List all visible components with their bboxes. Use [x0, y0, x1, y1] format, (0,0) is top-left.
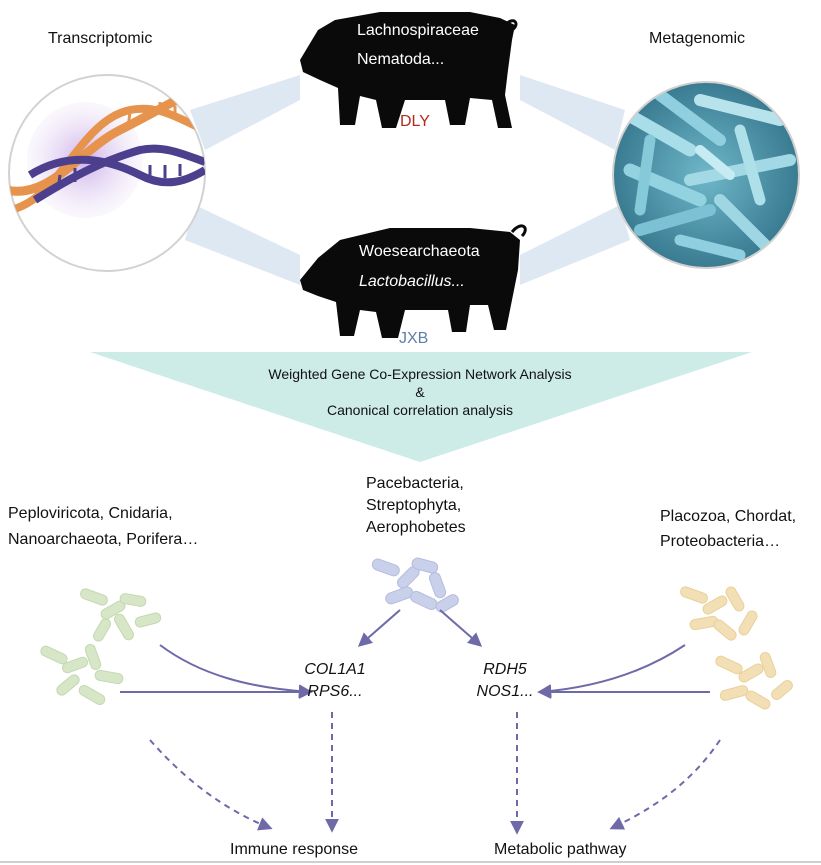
pig-bottom-taxa-1: Woesearchaeota — [359, 243, 480, 260]
pig-bottom-taxa-2: Lactobacillus... — [359, 273, 465, 290]
dash-left-to-immune — [149, 739, 273, 831]
center-taxa-1: Pacebacteria, — [366, 475, 464, 492]
pig-top-taxa-2: Nematoda... — [357, 51, 445, 68]
breed-label-jxb: JXB — [399, 330, 429, 347]
dashed-arrows — [149, 712, 721, 835]
gene-col1a1: COL1A1 — [304, 661, 366, 678]
solid-arrows — [120, 609, 710, 699]
arrow-right-curve — [537, 644, 686, 699]
arrow-center-to-left-genes — [357, 609, 401, 647]
left-taxa-2: Nanoarchaeota, Porifera… — [8, 531, 199, 548]
right-taxa-2: Proteobacteria… — [660, 533, 781, 550]
analysis-line-3: Canonical correlation analysis — [327, 402, 513, 418]
analysis-line-1: Weighted Gene Co-Expression Network Anal… — [268, 366, 572, 382]
dash-right-to-metabolic — [609, 739, 721, 830]
arrow-left-curve — [159, 644, 313, 699]
breed-label-dly: DLY — [400, 113, 430, 130]
bacteria-micrograph — [612, 81, 800, 269]
left-taxa-1: Peploviricota, Cnidaria, — [8, 505, 173, 522]
dna-illustration — [8, 74, 206, 272]
right-taxa-1: Placozoa, Chordat, — [660, 508, 797, 525]
analysis-line-2: & — [415, 384, 425, 400]
pig-top-taxa-1: Lachnospiraceae — [357, 22, 479, 39]
band-right-top — [520, 75, 625, 150]
gene-rps6: RPS6... — [307, 683, 363, 700]
bacteria-cluster-center — [371, 557, 459, 613]
band-left-top — [190, 75, 300, 150]
outcome-metabolic-pathway: Metabolic pathway — [494, 841, 627, 858]
bacteria-cluster-right — [680, 586, 793, 710]
outcome-immune-response: Immune response — [230, 841, 359, 858]
pig-top-silhouette — [300, 12, 518, 128]
metagenomic-title: Metagenomic — [649, 30, 746, 47]
pig-bottom-silhouette — [300, 224, 527, 338]
arrow-center-to-right-genes — [439, 609, 483, 647]
transcriptomic-title: Transcriptomic — [48, 30, 153, 47]
gene-nos1: NOS1... — [476, 683, 534, 700]
band-left-bottom — [185, 205, 300, 285]
center-taxa-2: Streptophyta, — [366, 497, 462, 514]
bacteria-cluster-left — [40, 588, 162, 705]
center-taxa-3: Aerophobetes — [366, 519, 466, 536]
analysis-funnel — [90, 352, 752, 462]
band-right-bottom — [520, 205, 630, 285]
gene-rdh5: RDH5 — [483, 661, 527, 678]
